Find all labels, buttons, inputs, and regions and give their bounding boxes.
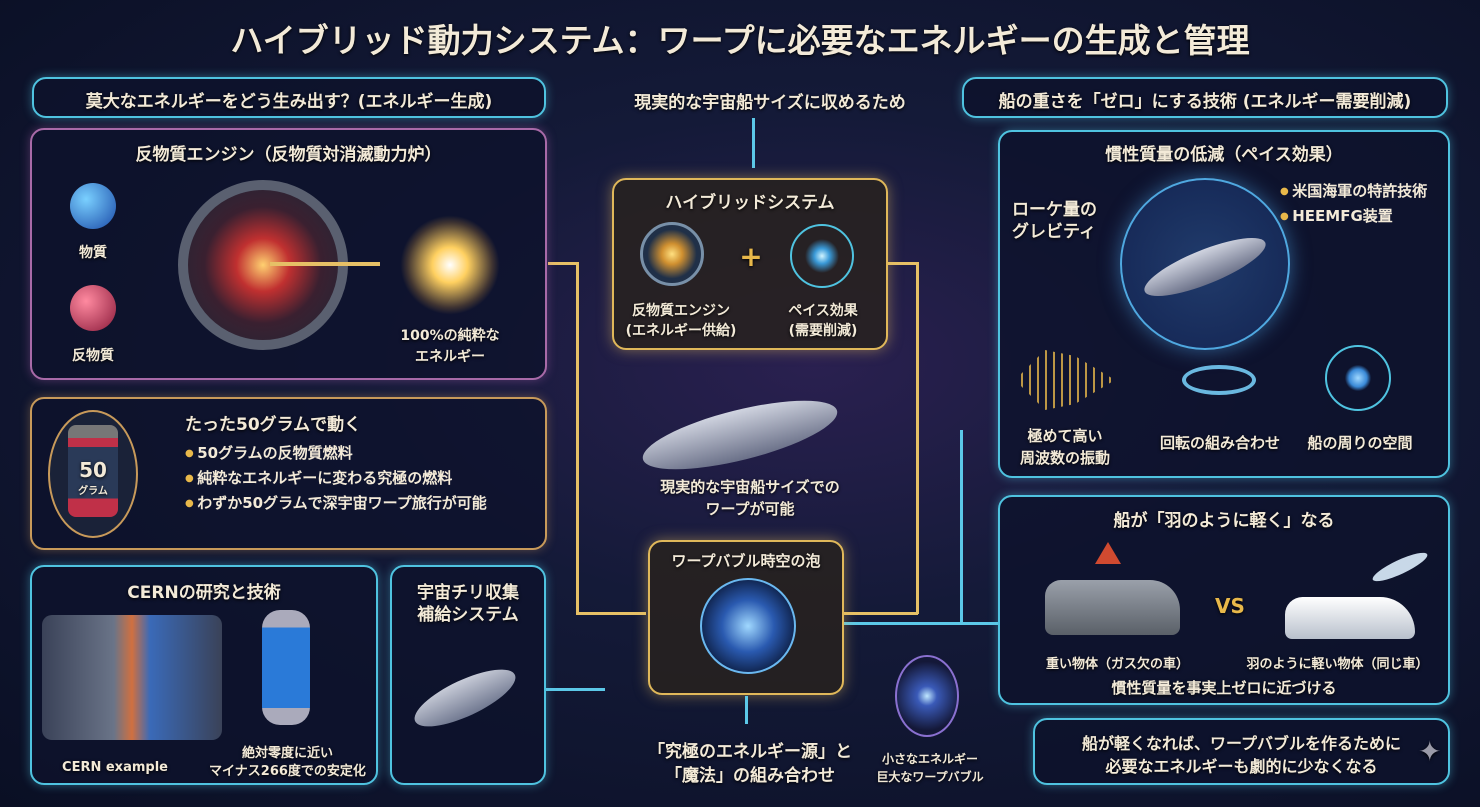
- cern-title: CERNの研究と技術: [127, 583, 281, 603]
- feather-title: 船が「羽のように軽く」なる: [1113, 511, 1335, 531]
- small-bubble-caption-2: 巨大なワープバブル: [876, 770, 984, 784]
- connector: [888, 262, 918, 265]
- fuel-title: たった50グラムで動く: [185, 415, 362, 435]
- lorentz-label-1: ローケ量の: [1012, 200, 1097, 220]
- cern-caption: CERN example: [62, 760, 168, 775]
- pais-effect-icon: [790, 224, 854, 288]
- page-title: ハイブリッド動力システム：ワープに必要なエネルギーの生成と管理: [230, 21, 1250, 60]
- ship-caption-2: ワープが可能: [705, 500, 795, 518]
- ship-caption-1: 現実的な宇宙船サイズでの: [660, 478, 840, 496]
- connector: [960, 430, 963, 624]
- step3-label: 船の周りの空間: [1307, 434, 1413, 452]
- center-header-text: 現実的な宇宙船サイズに収めるため: [634, 93, 906, 113]
- lorentz-label-2: グレビティ: [1012, 222, 1096, 242]
- fuel-bullet: わずか50グラムで深宇宙ワープ旅行が可能: [185, 492, 487, 513]
- right-header-text: 船の重さを「ゼロ」にする技術 (エネルギー需要削減): [998, 92, 1412, 112]
- warp-down-arrow: [745, 696, 748, 724]
- hybrid-title: ハイブリッドシステム: [665, 193, 835, 213]
- feather-summary: 慣性質量を事実上ゼロに近づける: [1111, 679, 1337, 697]
- conclusion-line-2: 必要なエネルギーも劇的に少なくなる: [1105, 757, 1378, 776]
- light-car-icon: [1285, 597, 1415, 639]
- cryo-tank-icon: [262, 610, 310, 725]
- connector: [548, 262, 578, 265]
- energy-burst-icon: [400, 215, 500, 315]
- conclusion-line-1: 船が軽くなれば、ワープバブルを作るために: [1081, 734, 1402, 753]
- heavy-label: 重い物体（ガス欠の車）: [1045, 657, 1189, 672]
- cryo-caption-1: 絶対零度に近い: [241, 746, 333, 761]
- antimatter-orb-icon: [70, 285, 116, 331]
- hybrid-right-2: (需要削減): [788, 323, 858, 339]
- step1-label-1: 極めて高い: [1027, 427, 1103, 445]
- cryo-caption-2: マイナス266度での安定化: [209, 764, 366, 779]
- fuel-bullet: 純粋なエネルギーに変わる究極の燃料: [185, 467, 487, 488]
- warp-caption-2: 「魔法」の組み合わせ: [665, 766, 835, 786]
- small-bubble-icon: [895, 655, 959, 737]
- left-header: [32, 77, 546, 118]
- dust-title-2: 補給システム: [417, 605, 519, 625]
- warp-title: ワープバブル時空の泡: [671, 552, 821, 570]
- antimatter-label: 反物質: [72, 348, 114, 364]
- vs-label: VS: [1215, 594, 1245, 618]
- connector: [576, 262, 579, 614]
- small-bubble-caption-1: 小さなエネルギー: [881, 752, 978, 766]
- step2-label: 回転の組み合わせ: [1159, 434, 1280, 452]
- starship-icon: [636, 386, 844, 484]
- dust-panel: [390, 565, 546, 785]
- hybrid-right-1: ペイス効果: [788, 303, 858, 319]
- engine-core-icon: [640, 222, 704, 286]
- jar-number: 50: [79, 458, 107, 482]
- plus-sign: +: [739, 240, 763, 273]
- antimatter-title: 反物質エンジン（反物質対消滅動力炉）: [135, 145, 442, 165]
- hybrid-left-1: 反物質エンジン: [632, 303, 730, 319]
- center-arrow: [752, 118, 755, 168]
- jar-unit: グラム: [78, 486, 108, 497]
- warp-caption-1: 「究極のエネルギー源」と: [648, 742, 852, 762]
- ship-space-icon: [1325, 345, 1391, 411]
- inertia-bullet: HEEMFG装置: [1280, 205, 1427, 226]
- connector: [916, 262, 919, 614]
- connector: [576, 612, 646, 615]
- fuel-bullets: 50グラムの反物質燃料 純粋なエネルギーに変わる究極の燃料 わずか50グラムで深…: [185, 438, 487, 517]
- step1-label-2: 周波数の振動: [1019, 449, 1110, 467]
- light-label: 羽のように軽い物体（同じ車）: [1246, 657, 1429, 672]
- hybrid-left-2: (エネルギー供給): [625, 323, 737, 339]
- fuel-jar: [68, 425, 118, 517]
- conclusion-panel: [1033, 718, 1450, 785]
- inertia-bullets: 米国海軍の特許技術 HEEMFG装置: [1280, 176, 1427, 230]
- heavy-car-icon: [1045, 580, 1180, 635]
- connector: [545, 688, 605, 691]
- matter-label: 物質: [79, 245, 107, 261]
- inertia-title: 慣性質量の低減（ペイス効果）: [1105, 145, 1343, 165]
- energy-label-1: 100%の純粋な: [400, 328, 500, 344]
- rotation-ring-icon: [1182, 365, 1256, 395]
- left-header-text: 莫大なエネルギーをどう生み出す？(エネルギー生成): [85, 92, 493, 112]
- right-header: [962, 77, 1448, 118]
- matter-orb-icon: [70, 183, 116, 229]
- energy-label-2: エネルギー: [415, 349, 485, 365]
- energy-arrow: [270, 262, 380, 266]
- warp-bubble-icon: [700, 578, 796, 674]
- connector: [844, 622, 998, 625]
- collider-illustration: [42, 615, 222, 740]
- sparkle-icon: ✦: [1418, 735, 1442, 768]
- connector: [844, 612, 918, 615]
- dust-title-1: 宇宙チリ収集: [417, 583, 519, 603]
- inertia-bullet: 米国海軍の特許技術: [1280, 180, 1427, 201]
- fuel-bullet: 50グラムの反物質燃料: [185, 442, 487, 463]
- warning-icon: [1095, 542, 1121, 564]
